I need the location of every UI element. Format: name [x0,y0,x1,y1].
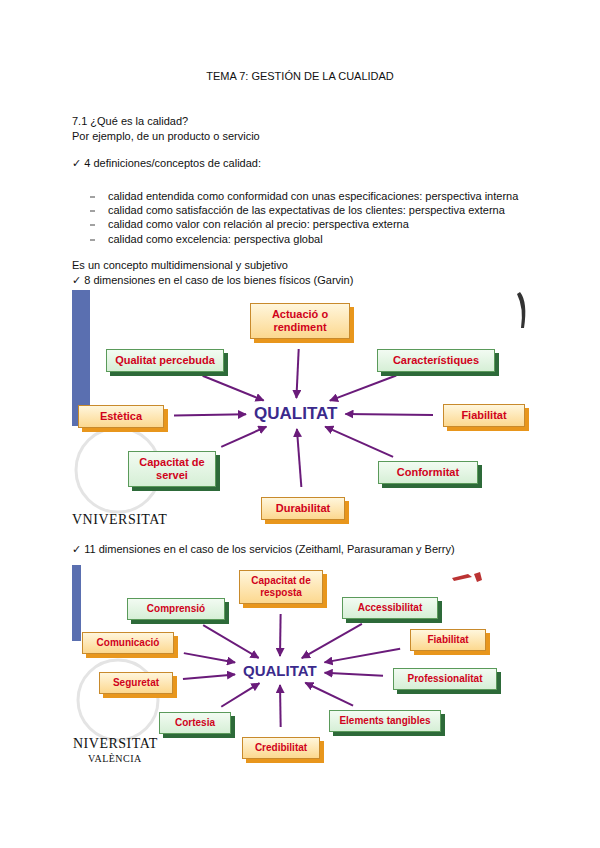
dimension-box: Fiabilitat [443,404,525,427]
arrow-connector [203,376,264,401]
list-dashes [90,197,95,240]
body-text: ✓ 4 definiciones/conceptos de calidad: [72,157,261,170]
dimension-box: Cortesia [159,712,231,734]
arrow-connector [325,427,393,457]
box-text: Estètica [84,410,158,423]
box-text: Cortesia [165,717,225,729]
body-text: Es un concepto multidimensional y subjet… [72,259,288,272]
arrow-connector [203,625,258,658]
dimension-box: Qualitat percebuda [106,349,224,372]
box-text: Fiabilitat [449,409,519,422]
dimension-box: Actuació o rendiment [250,303,350,339]
body-text: calidad como valor con relación al preci… [108,218,409,231]
logo-text: NIVERSITAT [73,737,158,750]
arrow-connector [305,683,353,706]
box-text: Característiques [383,354,489,367]
arrow-connector [183,674,235,679]
arrow-connector [297,429,301,487]
arrow-connector [325,673,383,676]
dimension-box: Conformitat [378,461,478,484]
dimension-box: Professionalitat [393,668,497,690]
dimension-box: Característiques [377,349,495,372]
body-text: calidad como satisfacción de las expecta… [108,204,505,217]
box-text: QUALITAT [254,404,337,423]
arrow-connector [279,614,282,656]
center-concept: QUALITAT [250,402,341,425]
body-text: calidad entendida como conformidad con u… [108,190,518,203]
dimension-box: Capacitat de resposta [239,570,323,604]
box-text: Qualitat percebuda [112,354,218,367]
body-text: ✓ 8 dimensiones en el caso de los bienes… [72,274,353,287]
body-text: calidad como excelencia: perspectiva glo… [108,233,323,246]
dimension-box: Capacitat de servei [128,451,216,487]
dimension-box: Credibilitat [242,737,320,759]
arrow-connector [279,685,282,727]
dimension-box: Seguretat [99,672,173,694]
logo-text: VNIVERSITAT [72,513,167,526]
box-text: Accessibilitat [348,602,432,614]
dimension-box: Durabilitat [261,497,345,520]
arrow-connector [296,349,298,398]
dimension-box: Comunicació [82,632,174,654]
box-text: Elements tangibles [335,715,435,727]
arrow-connector [325,649,401,663]
box-text: Credibilitat [248,742,314,754]
dimension-box: Estètica [78,405,164,428]
box-text: Conformitat [384,466,472,479]
box-text: Comprensió [133,603,219,615]
blue-bar [72,565,81,641]
box-text: Actuació o rendiment [256,308,344,334]
box-text: Seguretat [105,677,167,689]
arrow-connector [174,414,246,415]
box-text: Comunicació [88,637,168,649]
logo-text: VALÈNCIA [88,752,142,765]
small-figures [452,572,482,582]
arrow-connector [345,413,433,416]
body-text: ✓ 11 dimensiones en el caso de los servi… [72,543,455,556]
dimension-box: Elements tangibles [329,710,441,732]
box-text: Capacitat de resposta [245,575,317,599]
box-text: Capacitat de servei [134,456,210,482]
arrow-connector [184,653,235,662]
arrow-connector [221,427,266,447]
center-concept: QUALITAT [239,660,321,681]
box-text: Durabilitat [267,502,339,515]
box-text: QUALITAT [243,662,317,679]
arrow-connector [221,683,259,707]
page-title: TEMA 7: GESTIÓN DE LA CUALIDAD [0,70,600,82]
dimension-box: Fiabilitat [410,629,486,651]
box-text: Fiabilitat [416,634,480,646]
arrow-connector [330,376,396,401]
arrow-connector [302,624,362,658]
corner-mark [517,292,525,328]
body-text: Por ejemplo, de un producto o servicio [72,130,260,143]
box-text: Professionalitat [399,673,491,685]
dimension-box: Accessibilitat [342,597,438,619]
body-text: 7.1 ¿Qué es la calidad? [72,115,188,128]
dimension-box: Comprensió [127,598,225,620]
